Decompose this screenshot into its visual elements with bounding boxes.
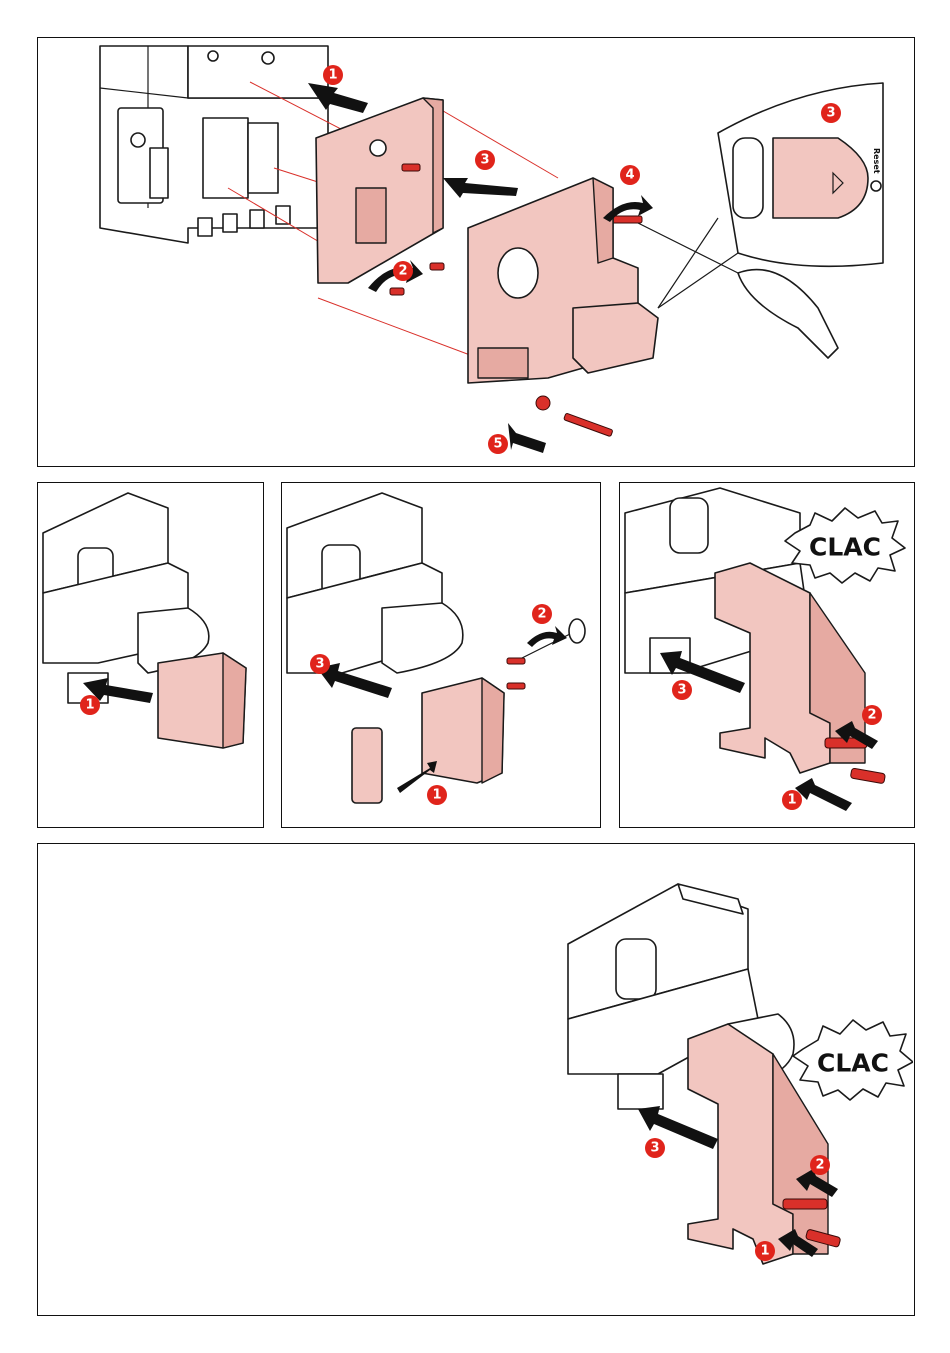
step-badge: 1 bbox=[427, 785, 447, 805]
svg-text:5: 5 bbox=[493, 437, 502, 452]
clac-burst: CLAC bbox=[793, 1020, 913, 1100]
mid-left-illustration: 1 bbox=[38, 483, 262, 826]
svg-text:1: 1 bbox=[432, 788, 441, 803]
rcd-module bbox=[287, 493, 463, 673]
arrow-step-5 bbox=[508, 423, 546, 453]
svg-text:3: 3 bbox=[315, 657, 324, 672]
auxiliary-contact bbox=[158, 653, 246, 748]
svg-text:2: 2 bbox=[867, 708, 876, 723]
svg-text:3: 3 bbox=[480, 153, 489, 168]
zoom-step-badge: 3 bbox=[821, 103, 841, 123]
step-badge: 2 bbox=[862, 705, 882, 725]
svg-text:1: 1 bbox=[85, 698, 94, 713]
svg-text:2: 2 bbox=[815, 1158, 824, 1173]
clac-text: CLAC bbox=[817, 1049, 889, 1078]
svg-text:3: 3 bbox=[826, 106, 835, 121]
clac-text: CLAC bbox=[809, 533, 881, 562]
mid-center-illustration: 1 2 3 bbox=[282, 483, 599, 826]
auxiliary-contact bbox=[352, 678, 504, 803]
panel-bottom: CLAC 1 2 3 bbox=[37, 843, 915, 1316]
svg-text:1: 1 bbox=[328, 68, 337, 83]
panel-mid-right: CLAC 1 2 3 bbox=[619, 482, 915, 828]
clac-burst: CLAC bbox=[785, 508, 905, 583]
step-badge: 1 bbox=[80, 695, 100, 715]
step-badge: 3 bbox=[645, 1138, 665, 1158]
svg-text:1: 1 bbox=[787, 793, 796, 808]
panel-mid-left: 1 bbox=[37, 482, 264, 828]
mid-right-illustration: CLAC 1 2 3 bbox=[620, 483, 913, 826]
svg-text:3: 3 bbox=[677, 683, 686, 698]
step-badge: 1 bbox=[782, 790, 802, 810]
top-assembly-illustration: Reset 1 2 3 4 5 3 bbox=[38, 38, 913, 465]
step-badge: 3 bbox=[672, 680, 692, 700]
step-badge: 5 bbox=[488, 434, 508, 454]
step-badge: 1 bbox=[323, 65, 343, 85]
arrow-step-3 bbox=[443, 178, 518, 198]
circuit-breaker bbox=[100, 46, 328, 243]
arrow-step-1 bbox=[795, 778, 852, 811]
panel-top-assembly: Reset 1 2 3 4 5 3 bbox=[37, 37, 915, 467]
bottom-illustration: CLAC 1 2 3 bbox=[38, 844, 913, 1314]
step-badge: 2 bbox=[532, 604, 552, 624]
step-badge: 3 bbox=[475, 150, 495, 170]
step-badge: 1 bbox=[755, 1241, 775, 1261]
step-badge: 2 bbox=[810, 1155, 830, 1175]
svg-text:1: 1 bbox=[760, 1244, 769, 1259]
panel-mid-center: 1 2 3 bbox=[281, 482, 601, 828]
svg-text:4: 4 bbox=[625, 168, 634, 183]
svg-text:3: 3 bbox=[650, 1141, 659, 1156]
svg-text:2: 2 bbox=[537, 607, 546, 622]
svg-text:2: 2 bbox=[398, 264, 407, 279]
step-badge: 4 bbox=[620, 165, 640, 185]
step-badge: 3 bbox=[310, 654, 330, 674]
reset-label: Reset bbox=[872, 148, 881, 174]
step-badge: 2 bbox=[393, 261, 413, 281]
screws bbox=[507, 658, 525, 689]
arrow-step-2 bbox=[527, 626, 567, 647]
